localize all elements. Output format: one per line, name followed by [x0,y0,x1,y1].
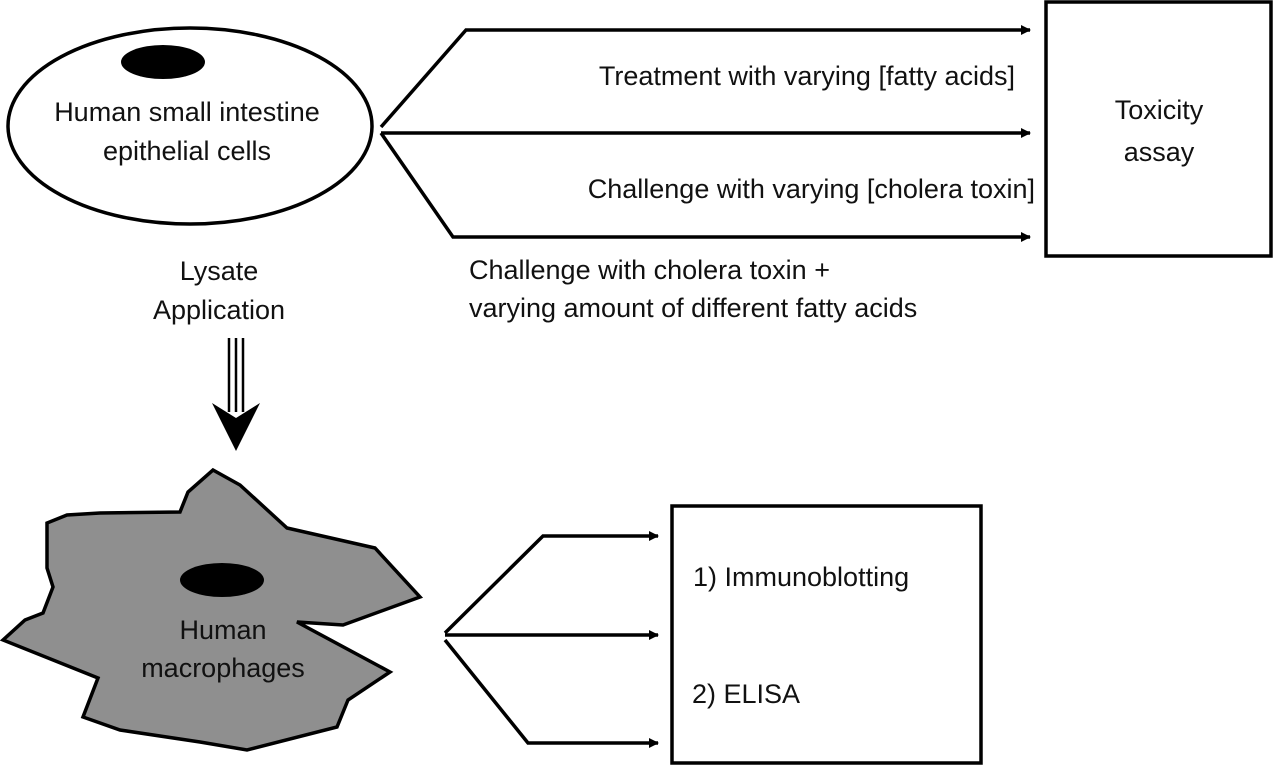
epithelial-nucleus [121,45,205,79]
macrophage-nucleus [180,563,264,597]
toxicity-assay-box: Toxicity assay [1044,0,1273,258]
epithelial-cell-label-line1: Human small intestine [54,97,320,127]
analysis-box: 1) Immunoblotting 2) ELISA [670,504,983,765]
arrow-fatty-acids [379,25,1031,129]
arrow-bottom-1 [443,531,659,635]
analysis-item-immunoblotting: 1) Immunoblotting [693,562,909,592]
arrow-combined [379,132,1031,242]
branch-label-cholera-toxin: Challenge with varying [cholera toxin] [588,174,1035,204]
toxicity-label-line1: Toxicity [1115,95,1204,125]
arrow-bottom-3 [443,638,659,748]
macrophage-label-line1: Human [179,615,266,645]
branch-label-combined-line2: varying amount of different fatty acids [469,293,917,323]
macrophage-label-line2: macrophages [141,653,305,683]
macrophage-cell: Human macrophages [0,467,424,752]
toxicity-label-line2: assay [1124,137,1195,167]
lysate-label-line2: Application [153,295,285,325]
epithelial-cell-label-line2: epithelial cells [103,136,271,166]
branch-label-fatty-acids: Treatment with varying [fatty acids] [599,61,1015,91]
bottom-branch-arrows [443,531,659,748]
epithelial-cell-body [6,26,374,226]
top-branch-arrows [379,25,1031,242]
epithelial-cell: Human small intestine epithelial cells [6,26,374,226]
lysate-arrow-icon [212,338,260,451]
macrophage-body [0,467,424,752]
analysis-item-elisa: 2) ELISA [692,679,800,709]
lysate-label-line1: Lysate [180,256,259,286]
branch-label-combined-line1: Challenge with cholera toxin + [469,255,830,285]
